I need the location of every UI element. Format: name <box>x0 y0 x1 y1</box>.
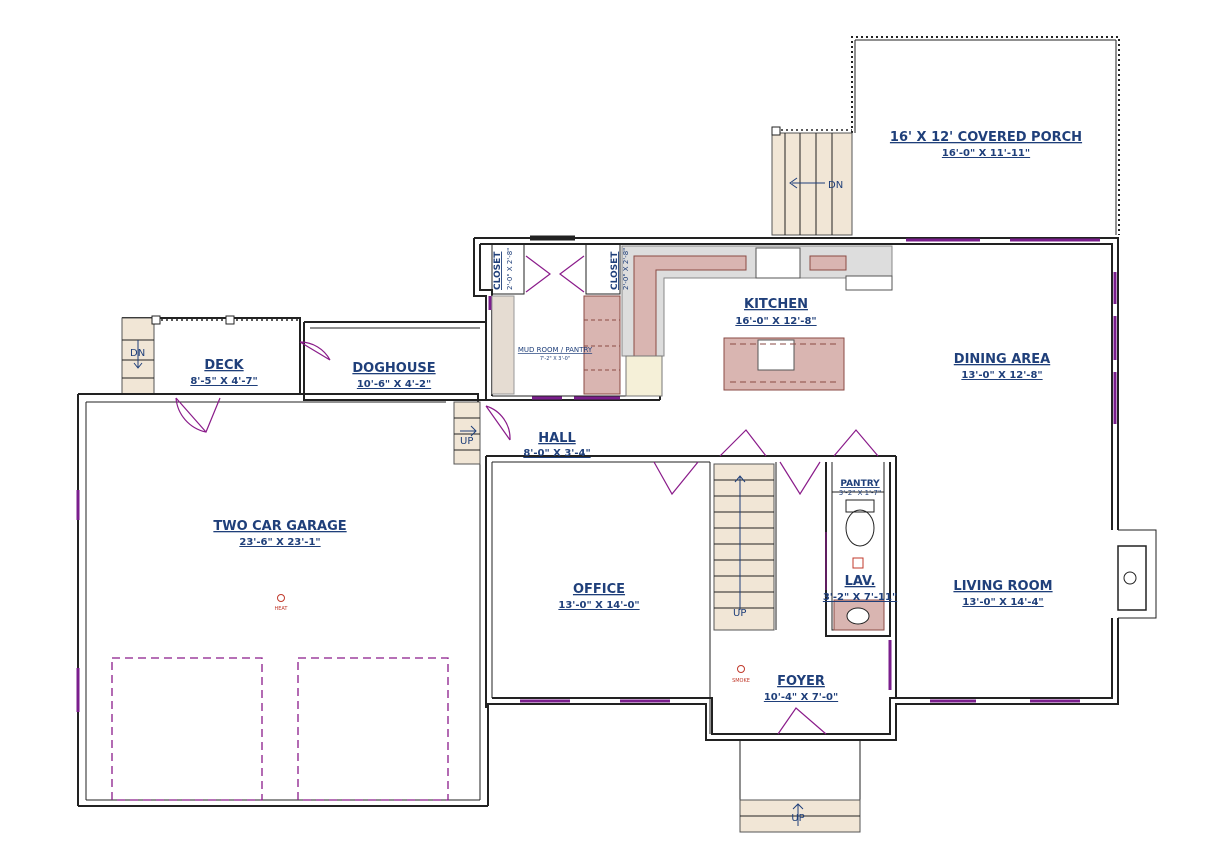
lav-title: LAV. <box>845 574 876 589</box>
doghouse-title: DOGHOUSE <box>352 361 435 376</box>
lav-dimension: 3'-2" X 7'-11" <box>823 592 897 603</box>
deck-dn-label: DN <box>130 348 145 359</box>
kitchen-cabinets <box>621 245 893 397</box>
garage <box>76 393 511 807</box>
dining-dimension: 13'-0" X 12'-8" <box>961 370 1042 381</box>
front-up-label: UP <box>791 813 804 824</box>
deck-dimension: 8'-5" X 4'-7" <box>190 376 257 387</box>
closet-2-title: CLOSET <box>610 251 620 290</box>
living-title: LIVING ROOM <box>953 579 1052 594</box>
closet-1-title: CLOSET <box>493 251 503 290</box>
closet-1-dimension: 2'-0" X 2'-8" <box>506 248 514 290</box>
hall-title: HALL <box>538 431 576 446</box>
interior-doors <box>653 429 879 735</box>
living-dimension: 13'-0" X 14'-4" <box>962 597 1043 608</box>
smoke-label: SMOKE <box>732 678 750 684</box>
deck-and-doghouse <box>121 315 487 401</box>
windows <box>488 238 1117 703</box>
porch-dn-label: DN <box>828 180 843 191</box>
foyer-dimension: 10'-4" X 7'-0" <box>764 692 838 703</box>
deck-title: DECK <box>204 358 244 373</box>
front-steps <box>739 740 861 833</box>
dining-title: DINING AREA <box>954 352 1050 367</box>
closet-2-dimension: 2'-0" X 2'-8" <box>622 248 630 290</box>
closets <box>491 235 621 295</box>
heat-label: HEAT <box>274 606 288 612</box>
main-stair <box>713 463 775 631</box>
porch-title: 16' X 12' COVERED PORCH <box>890 130 1082 145</box>
hall-up-label: UP <box>460 436 473 447</box>
porch-steps <box>771 126 853 236</box>
office-title: OFFICE <box>573 582 625 597</box>
stair-up-label: UP <box>733 608 746 619</box>
exterior-walls <box>473 237 1157 741</box>
garage-title: TWO CAR GARAGE <box>213 519 346 534</box>
mudroom-cabinets <box>491 295 621 395</box>
hall-dimension: 8'-0" X 3'-4" <box>523 448 590 459</box>
lav-fixtures <box>832 491 885 631</box>
pantry-dimension: 3'-2" X 1'-7" <box>839 489 881 497</box>
mudroom-dimension: 7'-2" X 3'-0" <box>540 356 570 362</box>
pantry-title: PANTRY <box>840 479 880 489</box>
garage-dimension: 23'-6" X 23'-1" <box>239 537 320 548</box>
kitchen-dimension: 16'-0" X 12'-8" <box>735 316 816 327</box>
doghouse-dimension: 10'-6" X 4'-2" <box>357 379 431 390</box>
kitchen-title: KITCHEN <box>744 297 808 312</box>
mudroom-title: MUD ROOM / PANTRY <box>518 346 593 354</box>
foyer-title: FOYER <box>777 674 825 689</box>
office-dimension: 13'-0" X 14'-0" <box>558 600 639 611</box>
covered-porch <box>776 36 1120 235</box>
porch-dimension: 16'-0" X 11'-11" <box>942 148 1030 159</box>
